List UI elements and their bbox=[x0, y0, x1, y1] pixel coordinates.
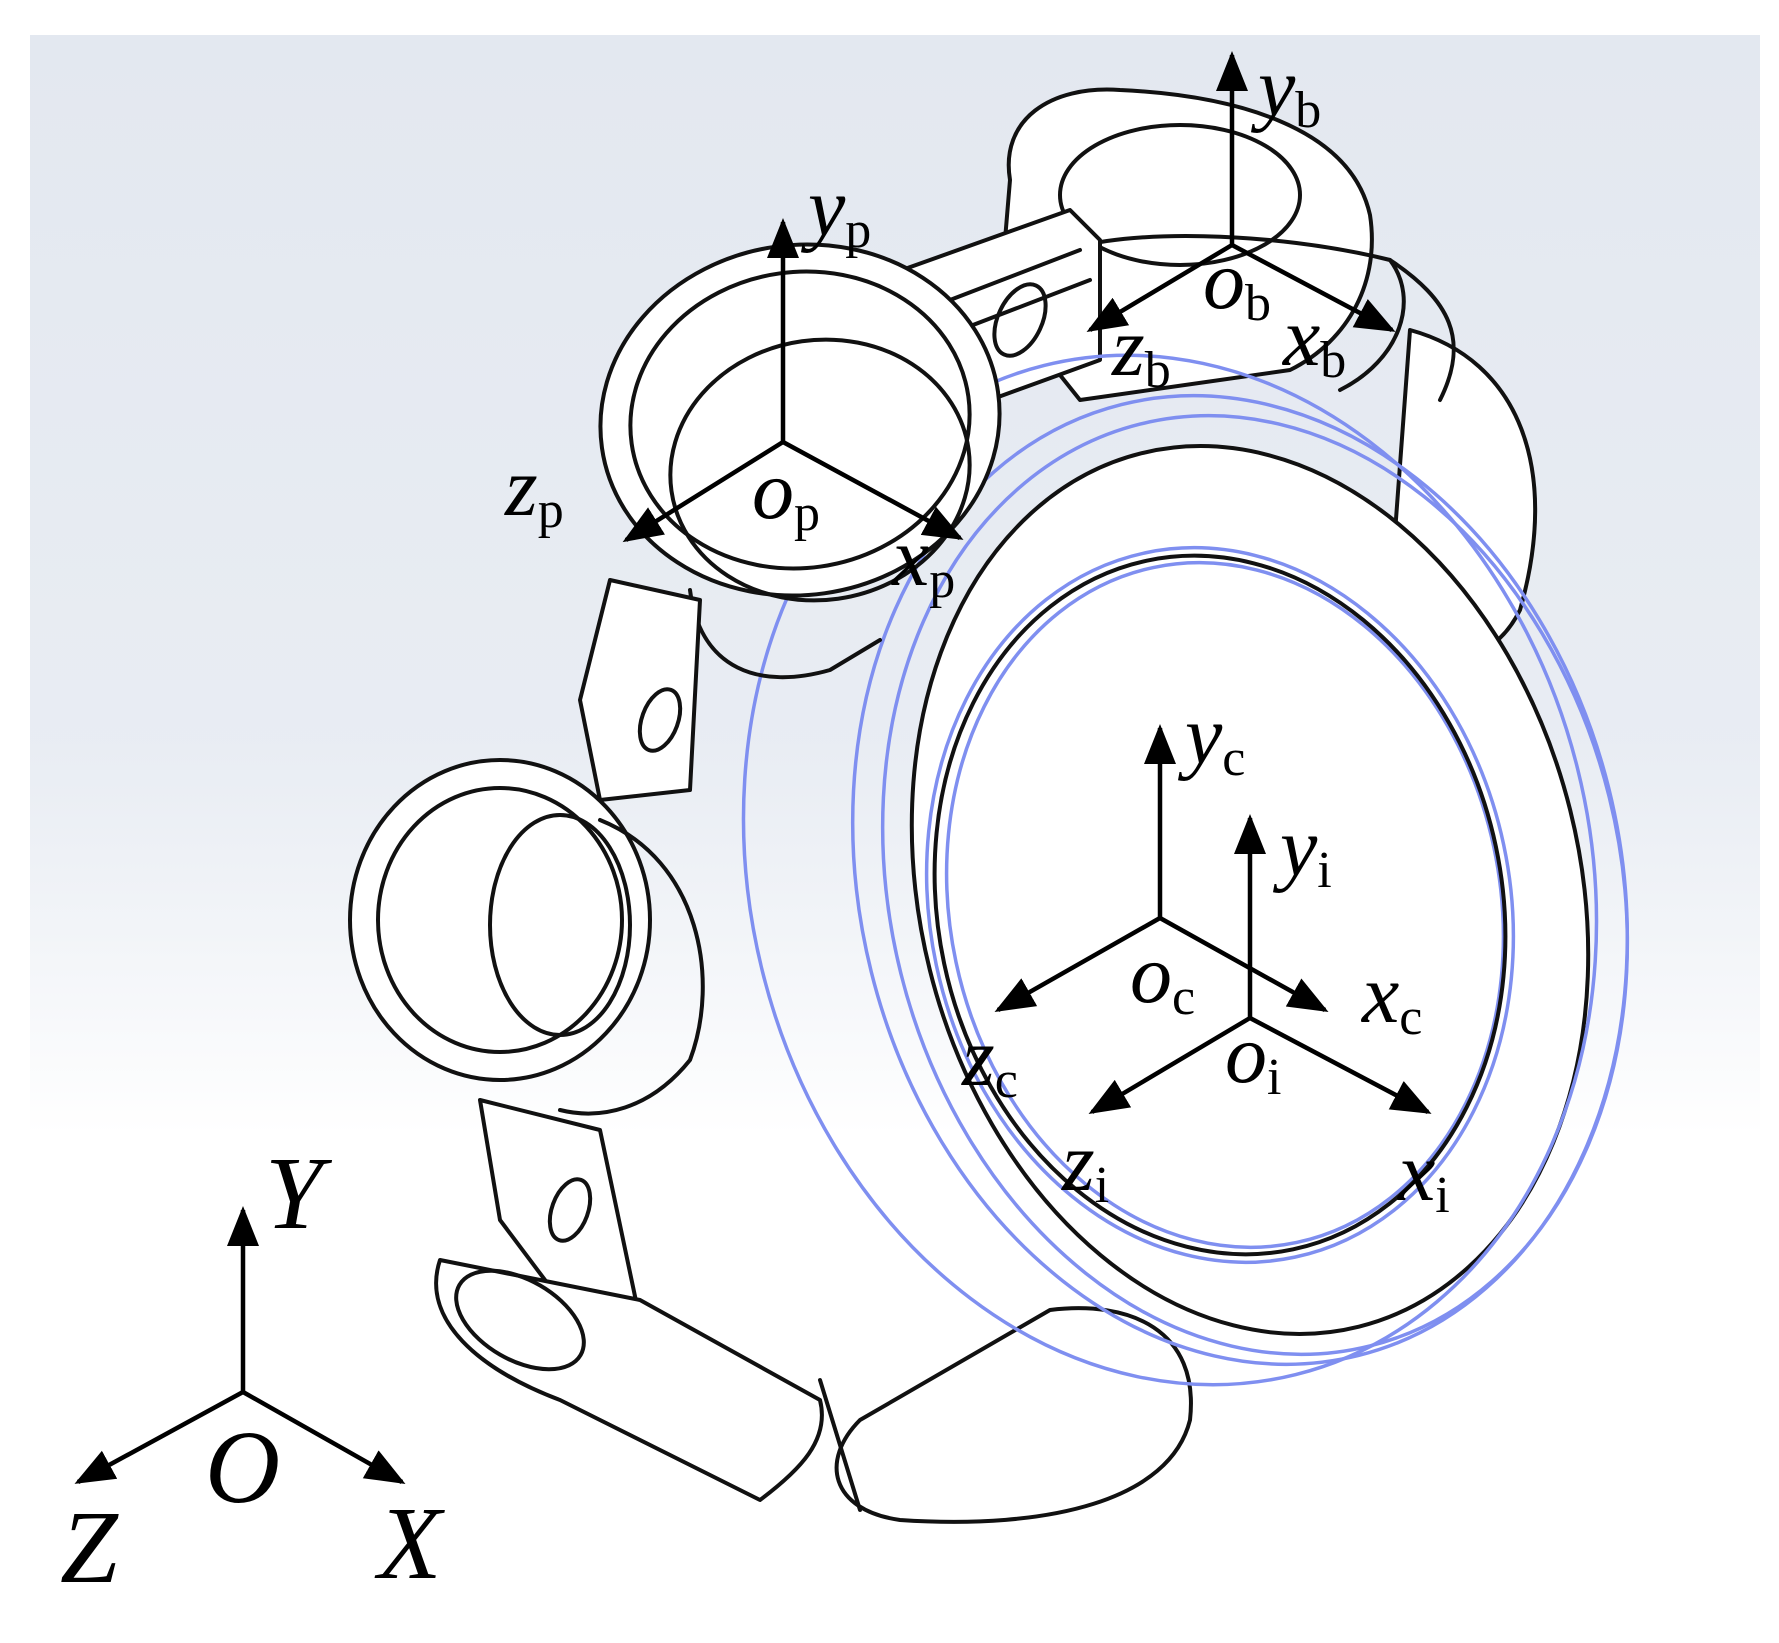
frame-c-x-label: xc bbox=[1360, 948, 1422, 1046]
global-y-label: Y bbox=[265, 1136, 333, 1251]
frame-p-y-label: yp bbox=[800, 161, 871, 259]
lower-link-hole bbox=[547, 1177, 593, 1243]
frame-i-z-axis bbox=[1088, 1016, 1252, 1115]
lower-left-sleeve bbox=[558, 818, 705, 1116]
global-z-axis bbox=[74, 1390, 245, 1484]
bottom-lobe bbox=[834, 1306, 1193, 1524]
frame-p-x-label: xp bbox=[890, 511, 955, 609]
frame-i-x-axis bbox=[1248, 1016, 1432, 1114]
top-cylinder-side bbox=[1388, 258, 1456, 402]
frame-b-x-label: xb bbox=[1281, 291, 1346, 389]
frame-i-y-label: yi bbox=[1272, 801, 1332, 899]
frame-c-z-label: zc bbox=[961, 1011, 1018, 1109]
frame-b-y-label: yb bbox=[1250, 41, 1321, 139]
inner-bearing-ring-2 bbox=[944, 560, 1506, 1250]
middle-link-hole bbox=[637, 687, 683, 753]
frame-c-origin-label: oc bbox=[1130, 928, 1195, 1026]
frame-c-y-label: yc bbox=[1177, 689, 1245, 787]
frame-c-x-axis bbox=[1158, 916, 1329, 1012]
top-cylinder-rim bbox=[1058, 123, 1302, 267]
frame-i-z-label: zi bbox=[1061, 1116, 1109, 1214]
frame-b-origin-label: ob bbox=[1203, 234, 1271, 332]
bearing-ring-3 bbox=[880, 413, 1630, 1357]
global-origin-label: O bbox=[205, 1410, 280, 1525]
global-x-axis bbox=[241, 1390, 406, 1484]
frame-c: yc xc zc oc bbox=[961, 689, 1422, 1109]
frame-p-origin-label: op bbox=[752, 444, 820, 542]
upper-link-edge bbox=[948, 248, 1092, 332]
upper-left-ring-inner bbox=[628, 269, 972, 571]
frame-p-z-label: zp bbox=[504, 441, 564, 539]
frame-p-x-axis bbox=[781, 440, 964, 540]
bottom-cylinder-edge bbox=[818, 1378, 862, 1512]
outer-bearing-ring bbox=[741, 353, 1599, 1387]
frame-p-z-axis bbox=[622, 440, 785, 543]
upper-link-hole bbox=[992, 282, 1048, 358]
frame-b-x-axis bbox=[1230, 243, 1396, 332]
bottom-cylinder bbox=[434, 1258, 824, 1502]
global-z-label: Z bbox=[60, 1490, 119, 1605]
frame-i-origin-label: oi bbox=[1225, 1008, 1281, 1106]
lower-left-ring-outer bbox=[348, 758, 652, 1082]
inner-bearing-ring-1 bbox=[924, 545, 1516, 1265]
frame-c-z-axis bbox=[994, 916, 1162, 1012]
frame-b: yb xb zb ob bbox=[1086, 41, 1396, 399]
inner-bore-edge bbox=[932, 553, 1508, 1257]
middle-link-plate bbox=[578, 578, 702, 802]
frame-b-z-axis bbox=[1086, 243, 1234, 333]
global-frame: Y X Z O bbox=[60, 1136, 445, 1605]
upper-left-ring-bore bbox=[668, 337, 972, 603]
lower-left-ring-bore bbox=[488, 813, 632, 1037]
frame-i: yi xi zi oi bbox=[1061, 801, 1450, 1224]
frame-p: yp xp zp op bbox=[504, 161, 964, 609]
frame-b-z-label: zb bbox=[1111, 301, 1171, 399]
global-x-label: X bbox=[374, 1486, 445, 1601]
bottom-cylinder-end bbox=[454, 1268, 586, 1372]
top-cylinder-band bbox=[1068, 234, 1406, 392]
lower-left-ring-inner bbox=[376, 786, 624, 1054]
frame-i-x-label: xi bbox=[1396, 1126, 1450, 1224]
